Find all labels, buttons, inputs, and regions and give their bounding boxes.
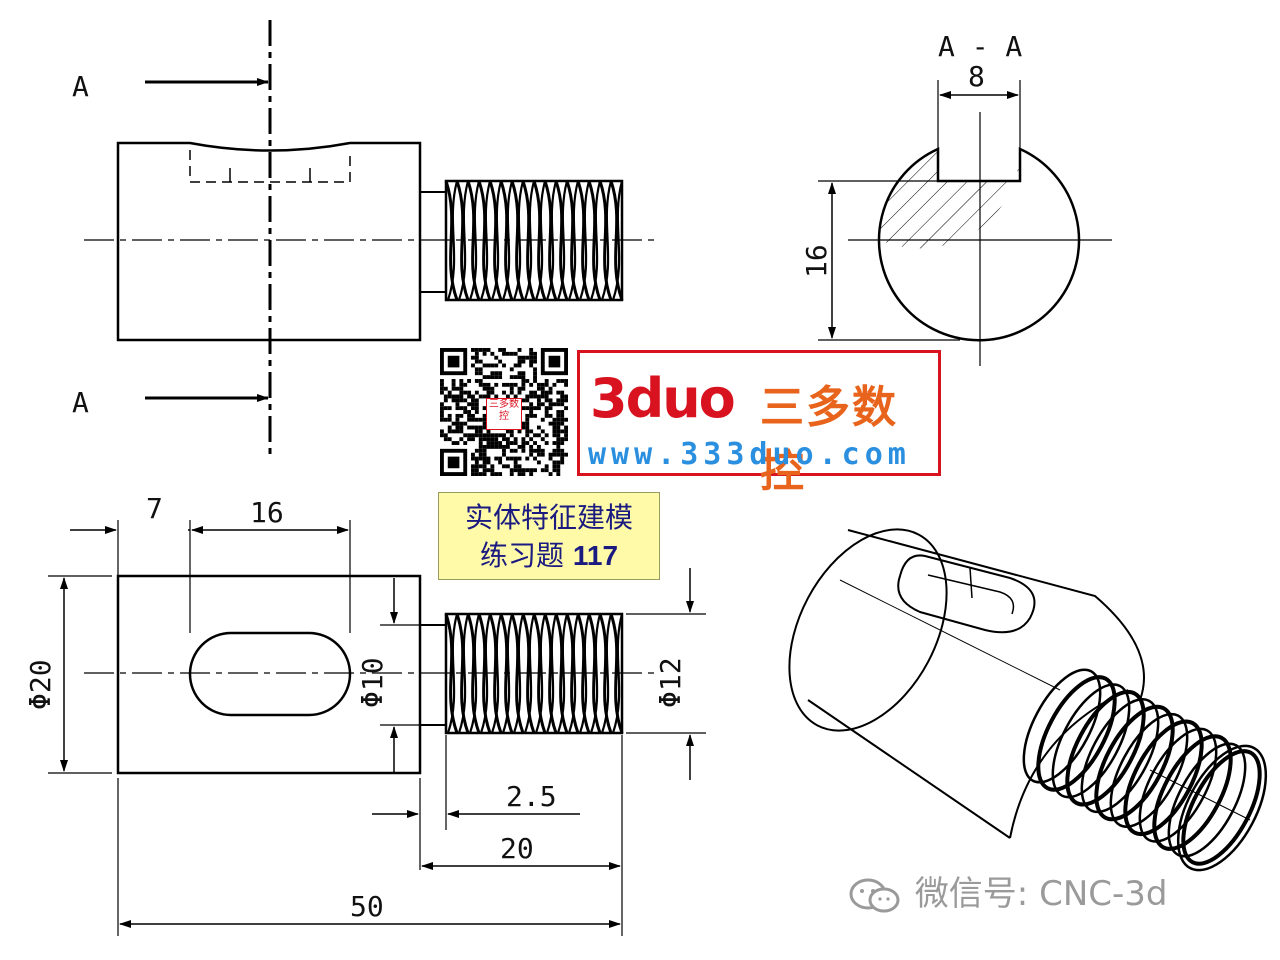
dim-thread-length: 20	[500, 832, 534, 865]
front-view: A A	[72, 20, 660, 460]
cut-marker-top: A	[72, 70, 89, 103]
dim-total-length: 50	[350, 890, 384, 923]
dim-slot-length: 16	[250, 496, 284, 529]
brand-logo: 3duo	[590, 367, 736, 430]
dim-body-diameter: Φ20	[24, 659, 57, 710]
section-view-a-a: 8 A - A 16	[800, 30, 1112, 366]
exercise-number: 117	[572, 540, 619, 571]
qr-caption: 三多数控	[486, 398, 522, 430]
section-label: A - A	[938, 30, 1022, 63]
dim-undercut-width: 2.5	[506, 780, 557, 813]
exercise-prefix: 练习题	[479, 539, 564, 572]
isometric-view	[788, 528, 1268, 872]
wechat-icon	[849, 878, 900, 912]
wechat-watermark: 微信号: CNC-3d	[848, 866, 1167, 916]
exercise-title-line2: 练习题 117	[439, 537, 659, 575]
brand-url[interactable]: www.333duo.com	[588, 437, 911, 472]
dim-slot-offset: 7	[146, 492, 163, 525]
cut-marker-bottom: A	[72, 386, 89, 419]
dim-neck-diameter: Φ10	[356, 657, 389, 708]
section-slot-width: 8	[968, 60, 985, 93]
dim-thread-diameter: Φ12	[654, 657, 687, 708]
section-flat-height: 16	[800, 244, 833, 278]
brand-banner[interactable]: 3duo 三多数控 www.333duo.com	[577, 350, 941, 497]
brand-name: 三多数控	[760, 382, 898, 497]
isometric-thread	[1022, 668, 1262, 866]
exercise-title-line1: 实体特征建模	[464, 501, 633, 534]
exercise-title: 实体特征建模 练习题 117	[438, 492, 660, 580]
top-view: 7 16 Φ20 Φ10 Φ12 2.5 20 50	[24, 492, 706, 936]
watermark-text: 微信号: CNC-3d	[914, 874, 1168, 914]
